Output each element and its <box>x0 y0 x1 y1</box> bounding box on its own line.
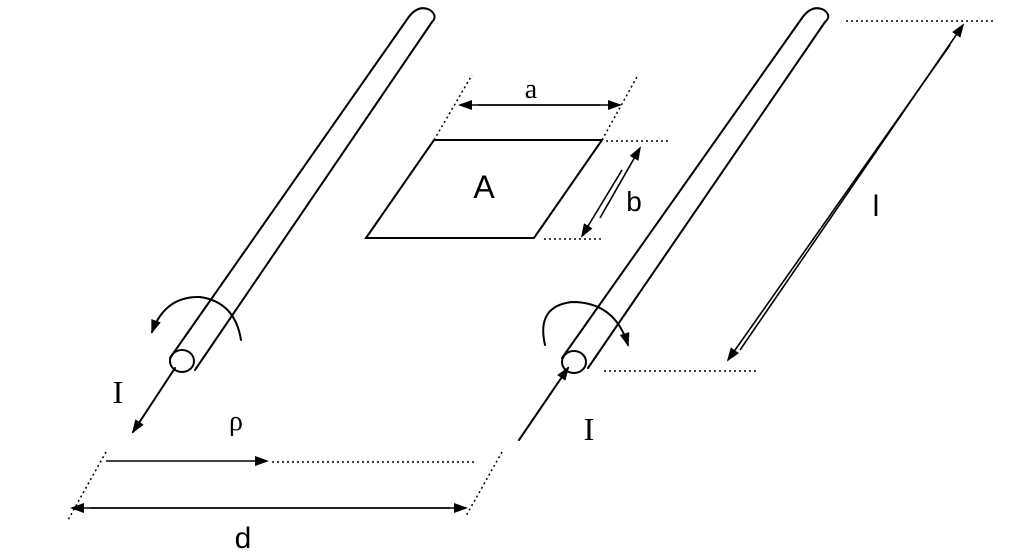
dimension-a <box>433 74 639 141</box>
label-I-right: I <box>584 411 595 447</box>
label-I-left: I <box>113 374 124 410</box>
dimension-d <box>70 451 503 517</box>
left-field-arrow <box>151 295 242 341</box>
loop-A <box>364 139 604 239</box>
dimension-rho <box>67 451 476 521</box>
left-current-arrow <box>131 367 176 434</box>
label-rho: ρ <box>229 406 243 437</box>
label-b: b <box>626 186 642 217</box>
right-wire <box>518 7 830 441</box>
label-d: d <box>235 522 252 555</box>
label-A: A <box>473 169 495 205</box>
right-current-arrow <box>518 366 570 441</box>
dimension-l <box>604 20 996 372</box>
left-wire <box>131 7 436 434</box>
label-l: l <box>873 190 880 223</box>
label-a: a <box>525 74 538 105</box>
right-field-arrow <box>542 300 630 347</box>
dimension-b <box>544 140 668 240</box>
